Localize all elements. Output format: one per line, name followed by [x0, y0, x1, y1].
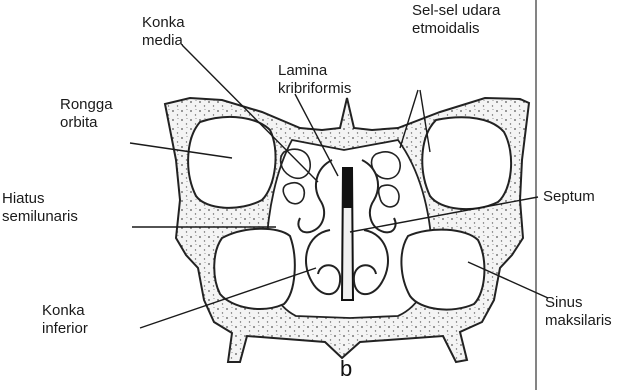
label-sinus-maksilaris: Sinus maksilaris: [545, 294, 612, 330]
label-konka-inferior: Konka inferior: [42, 302, 88, 338]
maxillary-sinus-left: [214, 229, 295, 309]
label-rongga-orbita: Rongga orbita: [60, 96, 113, 132]
label-sel-udara-etmoidalis: Sel-sel udara etmoidalis: [412, 2, 500, 38]
label-lamina-kribriformis: Lamina kribriformis: [278, 62, 351, 98]
orbit-right: [422, 117, 511, 209]
label-hiatus-semilunaris: Hiatus semilunaris: [2, 190, 78, 226]
label-konka-media: Konka media: [142, 14, 185, 50]
figure-letter: b: [340, 356, 352, 382]
maxillary-sinus-right: [401, 230, 484, 310]
label-septum: Septum: [543, 188, 595, 206]
orbit-left: [188, 117, 275, 208]
